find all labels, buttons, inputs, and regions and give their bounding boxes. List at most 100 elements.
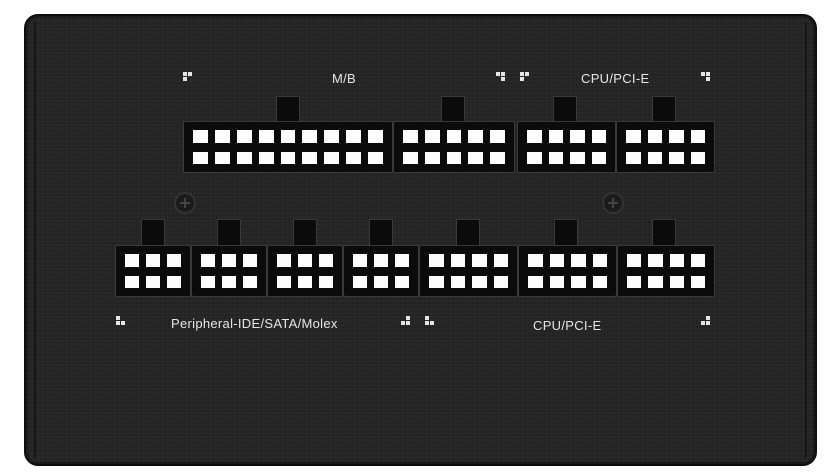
- connector-pin: [444, 128, 464, 145]
- cpu-pcie-top-connector-1[interactable]: [517, 121, 616, 173]
- connector-pin: [422, 128, 442, 145]
- connector-pin: [470, 273, 489, 290]
- corner-mark-icon: [701, 316, 715, 330]
- connector-pin: [123, 252, 141, 269]
- connector-pin: [624, 149, 643, 166]
- connector-pin: [296, 252, 314, 269]
- connector-pin: [646, 273, 665, 290]
- connector-pin: [372, 252, 390, 269]
- connector-pin: [427, 252, 446, 269]
- corner-mark-icon: [401, 316, 415, 330]
- mb-connector-1[interactable]: [183, 121, 393, 173]
- connector-pin: [278, 128, 298, 145]
- corner-mark-icon: [701, 72, 715, 86]
- latch: [369, 219, 393, 246]
- connector-pin: [488, 149, 507, 166]
- connector-pin: [256, 149, 276, 166]
- cpu-pcie-bottom-label: CPU/PCI-E: [533, 318, 602, 333]
- connector-pin: [667, 128, 686, 145]
- connector-pin: [525, 149, 544, 166]
- latch: [652, 219, 676, 246]
- connector-pin: [275, 252, 293, 269]
- connector-pin: [366, 128, 385, 145]
- cpu-pcie-bottom-connector-1[interactable]: [419, 245, 518, 297]
- connector-pin: [624, 128, 643, 145]
- connector-pin: [667, 273, 686, 290]
- connector-pin: [256, 128, 276, 145]
- connector-pin: [645, 149, 664, 166]
- latch: [276, 96, 300, 123]
- connector-pin: [296, 273, 314, 290]
- connector-pin: [422, 149, 442, 166]
- connector-pin: [220, 252, 238, 269]
- connector-pin: [688, 149, 707, 166]
- connector-pin: [322, 128, 342, 145]
- panel-right-edge: [805, 22, 807, 458]
- cpu-pcie-top-label: CPU/PCI-E: [581, 71, 650, 86]
- connector-pin: [275, 273, 293, 290]
- connector-pin: [165, 273, 183, 290]
- corner-mark-icon: [183, 72, 197, 86]
- connector-pin: [625, 252, 644, 269]
- connector-pin: [526, 273, 545, 290]
- peripheral-connector-3[interactable]: [267, 245, 343, 297]
- panel-left-edge: [34, 22, 36, 458]
- peripheral-connector-4[interactable]: [343, 245, 419, 297]
- connector-pin: [393, 252, 411, 269]
- connector-pin: [568, 128, 587, 145]
- connector-pin: [667, 149, 686, 166]
- latch: [652, 96, 676, 123]
- connector-pin: [448, 273, 467, 290]
- connector-pin: [568, 149, 587, 166]
- peripheral-connector-1[interactable]: [115, 245, 191, 297]
- connector-pin: [569, 273, 588, 290]
- connector-pin: [234, 128, 254, 145]
- corner-mark-icon: [116, 316, 130, 330]
- connector-pin: [366, 149, 385, 166]
- connector-pin: [688, 128, 707, 145]
- latch: [441, 96, 465, 123]
- connector-pin: [344, 128, 364, 145]
- connector-pin: [466, 149, 486, 166]
- latch: [141, 219, 165, 246]
- connector-pin: [241, 252, 259, 269]
- connector-pin: [351, 273, 369, 290]
- connector-pin: [199, 273, 217, 290]
- cpu-pcie-bottom-connector-2[interactable]: [518, 245, 617, 297]
- connector-pin: [547, 273, 566, 290]
- peripheral-connector-2[interactable]: [191, 245, 267, 297]
- latch: [554, 219, 578, 246]
- corner-mark-icon: [496, 72, 510, 86]
- connector-pin: [526, 252, 545, 269]
- connector-pin: [191, 128, 210, 145]
- connector-pin: [317, 273, 335, 290]
- connector-pin: [401, 128, 420, 145]
- connector-pin: [491, 252, 510, 269]
- connector-pin: [241, 273, 259, 290]
- cpu-pcie-top-connector-2[interactable]: [616, 121, 715, 173]
- latch: [293, 219, 317, 246]
- connector-pin: [625, 273, 644, 290]
- connector-pin: [589, 128, 608, 145]
- connector-pin: [667, 252, 686, 269]
- connector-pin: [234, 149, 254, 166]
- connector-pin: [590, 273, 609, 290]
- cpu-pcie-bottom-connector-3[interactable]: [617, 245, 715, 297]
- connector-pin: [427, 273, 446, 290]
- connector-pin: [448, 252, 467, 269]
- peripheral-label: Peripheral-IDE/SATA/Molex: [171, 316, 338, 331]
- connector-pin: [144, 273, 162, 290]
- connector-pin: [212, 128, 232, 145]
- latch: [553, 96, 577, 123]
- connector-pin: [322, 149, 342, 166]
- connector-pin: [344, 149, 364, 166]
- connector-pin: [351, 252, 369, 269]
- connector-pin: [546, 149, 565, 166]
- connector-pin: [220, 273, 238, 290]
- connector-pin: [547, 252, 566, 269]
- connector-pin: [300, 149, 320, 166]
- mb-connector-2[interactable]: [393, 121, 515, 173]
- connector-pin: [589, 149, 608, 166]
- connector-pin: [123, 273, 141, 290]
- connector-pin: [144, 252, 162, 269]
